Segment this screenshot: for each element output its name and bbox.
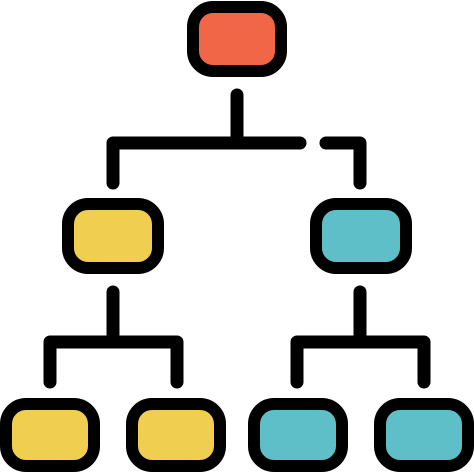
level2-node-3	[248, 398, 348, 472]
connector-right-branch	[290, 335, 431, 389]
level1-right-node	[310, 198, 412, 274]
level2-node-2	[126, 398, 226, 472]
level1-left-node	[62, 198, 164, 274]
level2-node-1	[0, 398, 100, 472]
root-node	[187, 1, 287, 77]
connector-left-branch	[43, 335, 184, 389]
connector-root-right	[319, 136, 367, 190]
connector-root-left	[106, 136, 307, 190]
connector-lines	[43, 88, 431, 389]
level2-node-4	[374, 398, 474, 472]
